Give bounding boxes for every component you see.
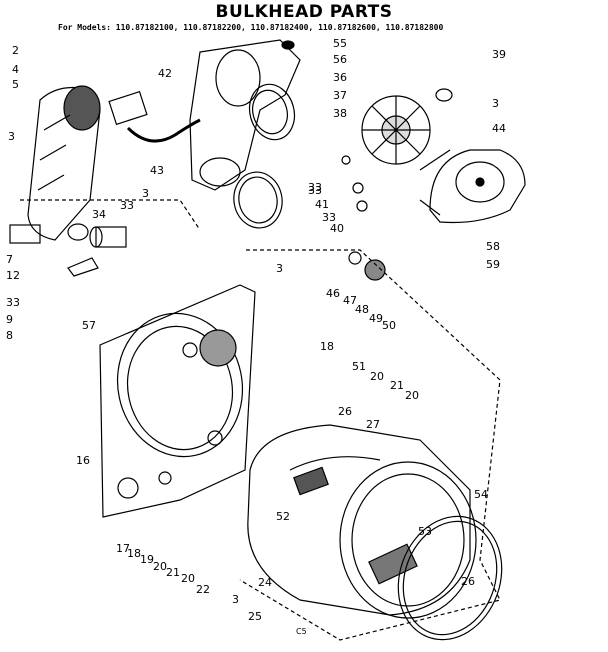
heater-duct-part: [9, 85, 101, 244]
callout-38: 38: [333, 107, 347, 120]
callout-labels: 2453424355563637383339344123433373398573…: [6, 37, 506, 623]
blower-seal-ring: [248, 83, 296, 141]
lamp-and-harness: [108, 90, 201, 143]
callout-36: 36: [333, 71, 347, 84]
callout-37: 37: [333, 89, 347, 102]
callout-47: 47: [343, 294, 357, 307]
callout-55: 55: [333, 37, 347, 50]
callout-53: 53: [418, 525, 432, 538]
callout-56: 56: [333, 53, 347, 66]
callout-24: 24: [258, 576, 272, 589]
callout-41: 41: [315, 198, 329, 211]
blower-wheel: [361, 95, 431, 165]
callout-7: 7: [6, 253, 13, 266]
blower-cover: [419, 149, 526, 224]
callout-44: 44: [492, 122, 506, 135]
callout-39: 39: [492, 48, 506, 61]
callout-51: 51: [352, 360, 366, 373]
callout-18: 18: [127, 547, 141, 560]
callout-16: 16: [76, 454, 90, 467]
callout-25: 25: [248, 610, 262, 623]
drum-felt-seal: [397, 515, 503, 641]
callout-59: 59: [486, 258, 500, 271]
callout-40: 40: [330, 222, 344, 235]
model-list: For Models: 110.87182100, 110.87182200, …: [58, 23, 444, 32]
diagram-title: BULKHEAD PARTS: [215, 2, 393, 22]
diagram-code: C5: [296, 627, 307, 636]
callout-33: 33: [322, 211, 336, 224]
dryer-drum: [247, 424, 477, 619]
thermostat-assembly: [67, 223, 127, 277]
duct-seal-ring: [233, 171, 283, 229]
callout-3: 3: [232, 593, 239, 606]
callout-20: 20: [153, 560, 167, 573]
callout-46: 46: [326, 287, 340, 300]
callout-26: 26: [461, 575, 475, 588]
callout-12: 12: [6, 269, 20, 282]
callout-21: 21: [166, 566, 180, 579]
callout-43: 43: [150, 164, 164, 177]
callout-54: 54: [474, 488, 488, 501]
callout-20: 20: [405, 389, 419, 402]
callout-19: 19: [140, 553, 154, 566]
callout-42: 42: [158, 67, 172, 80]
callout-27: 27: [366, 418, 380, 431]
drum-roller: [364, 259, 386, 281]
callout-33: 33: [308, 181, 322, 194]
callout-5: 5: [12, 78, 19, 91]
callout-20: 20: [370, 370, 384, 383]
callout-18: 18: [320, 340, 334, 353]
callout-4: 4: [12, 63, 19, 76]
callout-33: 33: [308, 184, 322, 197]
callout-33: 33: [6, 296, 20, 309]
callout-21: 21: [390, 379, 404, 392]
callout-8: 8: [6, 329, 13, 342]
callout-3: 3: [8, 130, 15, 143]
callout-57: 57: [82, 319, 96, 332]
callout-34: 34: [92, 208, 106, 221]
callout-58: 58: [486, 240, 500, 253]
callout-3: 3: [492, 97, 499, 110]
callout-3: 3: [276, 262, 283, 275]
callout-26: 26: [338, 405, 352, 418]
callout-49: 49: [369, 312, 383, 325]
callout-48: 48: [355, 303, 369, 316]
callout-3: 3: [142, 187, 149, 200]
drum-group-outline: [239, 249, 501, 641]
callout-52: 52: [276, 510, 290, 523]
fan-clip: [435, 88, 453, 102]
idler-pulley-part: [348, 251, 362, 265]
callout-33: 33: [120, 199, 134, 212]
callout-2: 2: [12, 44, 19, 57]
callout-17: 17: [116, 542, 130, 555]
callout-20: 20: [181, 572, 195, 585]
callout-50: 50: [382, 319, 396, 332]
blower-housing: [189, 39, 301, 191]
bulkhead-panel: [99, 284, 256, 518]
callout-22: 22: [196, 583, 210, 596]
callout-9: 9: [6, 313, 13, 326]
